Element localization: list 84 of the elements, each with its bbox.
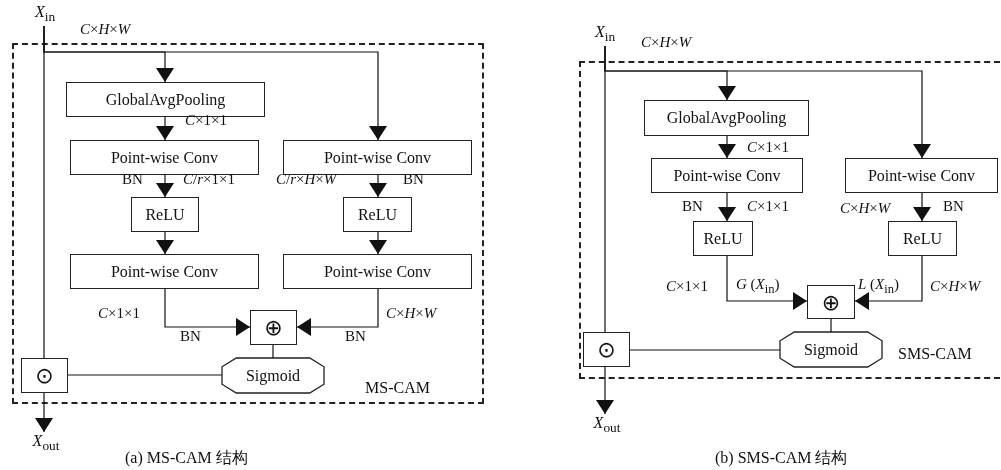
process-box <box>283 140 472 175</box>
dimension-label: C×H×W <box>930 279 981 294</box>
box-label: Sigmoid <box>245 366 301 385</box>
box-label: ReLU <box>145 205 185 224</box>
operator-box <box>807 285 855 319</box>
process-box <box>66 82 265 117</box>
process-box <box>888 221 957 256</box>
connector-line <box>629 349 781 351</box>
variable-label: X$_{out}$ <box>32 431 60 455</box>
arrow <box>369 231 387 255</box>
process-box <box>283 254 472 289</box>
arrow <box>156 116 174 141</box>
variable-label: X$_{in}$ <box>594 22 616 46</box>
box-label: ReLU <box>703 229 743 248</box>
box-label: Point-wise Conv <box>323 262 432 281</box>
dashed-frame <box>12 43 484 404</box>
connector-line <box>43 25 45 359</box>
arrow <box>718 192 736 222</box>
box-label: GlobalAvgPooling <box>105 90 226 109</box>
dimension-label: C×1×1 <box>98 306 140 321</box>
figure-caption: (b) SMS-CAM 结构 <box>715 450 848 466</box>
arrow <box>296 288 379 336</box>
arrow <box>164 288 251 336</box>
connector-line <box>830 318 832 333</box>
arrow <box>35 392 53 433</box>
connector-line <box>67 374 223 376</box>
process-box <box>651 158 803 193</box>
operator-box <box>21 358 68 393</box>
dimension-label: BN <box>345 329 366 344</box>
module-label: SMS-CAM <box>898 346 972 362</box>
dimension-label: C×1×1 <box>185 113 227 128</box>
operator-symbol: ⊙ <box>597 337 616 362</box>
box-label: Point-wise Conv <box>673 166 781 185</box>
process-box <box>845 158 998 193</box>
process-box <box>131 197 199 232</box>
operator-symbol: ⊙ <box>35 363 54 388</box>
box-label: Sigmoid <box>803 340 859 359</box>
dimension-label: C×H×W <box>80 22 131 37</box>
dimension-label: C×H×W <box>386 306 437 321</box>
operator-symbol: ⊕ <box>821 289 841 315</box>
dimension-label: C×1×1 <box>747 199 789 214</box>
dimension-label: C/r×H×W <box>276 172 337 187</box>
dimension-label: C×H×W <box>641 35 692 50</box>
dimension-label: C/r×1×1 <box>183 172 235 187</box>
arrow <box>369 174 387 198</box>
dimension-label: BN <box>122 172 143 187</box>
process-box <box>70 140 259 175</box>
dimension-label: C×1×1 <box>747 140 789 155</box>
dimension-label: BN <box>682 199 703 214</box>
dimension-label: C×1×1 <box>666 279 708 294</box>
connector-line <box>272 344 274 359</box>
arrow <box>718 135 736 159</box>
operator-box <box>583 332 630 367</box>
process-box <box>343 197 412 232</box>
operator-box <box>250 310 297 345</box>
dashed-frame <box>579 61 1000 379</box>
variable-label: X$_{out}$ <box>593 413 621 437</box>
arrow <box>156 174 174 198</box>
arrow <box>156 231 174 255</box>
arrow <box>596 366 614 415</box>
process-box <box>70 254 259 289</box>
dimension-label: C×H×W <box>840 201 891 216</box>
box-label: ReLU <box>357 205 398 224</box>
figure-caption: (a) MS-CAM 结构 <box>125 450 248 466</box>
dimension-label: BN <box>943 199 964 214</box>
arrow <box>913 192 931 222</box>
box-label: Point-wise Conv <box>110 262 219 281</box>
process-box <box>693 221 753 256</box>
box-label: ReLU <box>902 229 943 248</box>
variable-label: X$_{in}$ <box>34 2 56 26</box>
dimension-label: BN <box>180 329 201 344</box>
box-label: Point-wise Conv <box>323 148 432 167</box>
dimension-label: G (X$_{in}$) <box>736 277 780 296</box>
box-label: GlobalAvgPooling <box>666 109 787 127</box>
dimension-label: L (X$_{in}$) <box>858 277 899 296</box>
box-label: Point-wise Conv <box>867 166 976 185</box>
dimension-label: BN <box>403 172 424 187</box>
arrow <box>726 255 808 310</box>
operator-symbol: ⊕ <box>264 315 283 340</box>
process-box <box>644 100 809 136</box>
arrow <box>854 255 923 310</box>
box-label: Point-wise Conv <box>110 148 219 167</box>
connector-line <box>604 45 606 333</box>
module-label: MS-CAM <box>365 380 430 396</box>
